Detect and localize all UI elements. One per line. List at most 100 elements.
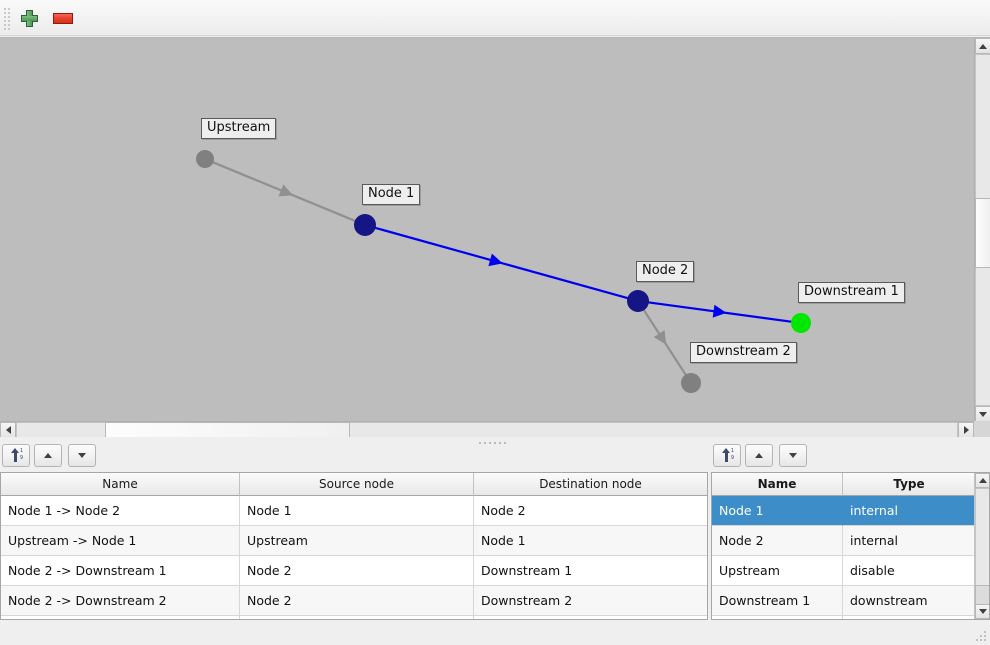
scroll-left-button[interactable] [0, 422, 16, 438]
links-table-row-cell[interactable]: Node 1 [474, 526, 707, 556]
graph-edge-arrow-upstream-node1 [278, 184, 293, 197]
graph-node-label-downstream1[interactable]: Downstream 1 [798, 282, 905, 303]
links-table-row-cell[interactable]: Downstream 1 [474, 556, 707, 586]
links-table-row-column-header[interactable]: Destination node [474, 473, 707, 496]
add-button[interactable] [16, 6, 42, 30]
move-up-arrow-icon [44, 453, 52, 458]
graph-node-label-node2[interactable]: Node 2 [636, 261, 695, 282]
graph-edge-arrow-node2-downstream2 [653, 330, 667, 345]
nodes-table-row-empty [712, 616, 989, 619]
nodes-table-row-empty-cell [712, 616, 843, 619]
canvas-horizontal-scrollbar[interactable] [0, 421, 974, 438]
links-table-row-cell[interactable]: Node 2 -> Downstream 1 [1, 556, 240, 586]
nodes-table-row-cell[interactable]: disable [843, 556, 975, 586]
links-table-row-empty-cell [1, 616, 240, 619]
nodes-table-row-cell[interactable]: Downstream 1 [712, 586, 843, 616]
scroll-down-arrow-icon [978, 609, 987, 614]
links-table-row-cell[interactable]: Downstream 2 [474, 586, 707, 616]
scroll-left-arrow-icon [5, 426, 11, 434]
move-up-arrow-icon [755, 453, 763, 458]
graph-edges-layer [196, 150, 811, 393]
horizontal-scroll-thumb[interactable] [105, 422, 350, 438]
nodes-table-row-cell[interactable]: Node 2 [712, 526, 843, 556]
graph-node-label-node1[interactable]: Node 1 [362, 184, 421, 205]
scroll-right-button[interactable] [958, 422, 974, 438]
vertical-scroll-thumb[interactable] [975, 198, 990, 268]
nodes-table-row-cell[interactable]: downstream [843, 586, 975, 616]
graph-node-upstream[interactable] [196, 150, 214, 168]
links-table-row-column-header[interactable]: Source node [240, 473, 474, 496]
splitter-grip[interactable] [479, 442, 507, 445]
links-table-row-cell[interactable]: Node 2 [240, 556, 474, 586]
status-bar [0, 620, 990, 645]
nodes-table-row-cell[interactable]: Upstream [712, 556, 843, 586]
scroll-up-button[interactable] [975, 38, 990, 54]
links-table-row-cell[interactable]: Node 1 -> Node 2 [1, 496, 240, 526]
nodes-table-scrollbar[interactable] [974, 473, 989, 619]
links-table-row-cell[interactable]: Upstream -> Node 1 [1, 526, 240, 556]
links-table-row-cell[interactable]: Upstream [240, 526, 474, 556]
nodes-table-row-column-header[interactable]: Name [712, 473, 843, 496]
links-table-row-cell[interactable]: Node 2 [474, 496, 707, 526]
links-move-up-button[interactable] [34, 444, 62, 467]
links-move-down-button[interactable] [68, 444, 96, 467]
scroll-down-arrow-icon [979, 411, 987, 417]
canvas-vertical-scrollbar[interactable] [974, 38, 990, 422]
scroll-right-arrow-icon [963, 426, 969, 434]
move-down-arrow-icon [789, 453, 797, 458]
window-resize-grip[interactable] [976, 631, 988, 643]
pane-splitter[interactable] [0, 437, 990, 448]
nodes-scroll-up-button[interactable] [975, 473, 989, 488]
graph-node-label-downstream2[interactable]: Downstream 2 [690, 342, 797, 363]
nodes-move-up-button[interactable] [745, 444, 773, 467]
plus-icon [20, 9, 38, 27]
toolbar-drag-handle[interactable] [4, 8, 12, 30]
scroll-up-arrow-icon [978, 478, 987, 483]
nodes-table-row-cell[interactable]: internal [843, 496, 975, 526]
scrollbar-corner [974, 421, 990, 437]
minus-icon [53, 12, 73, 24]
scroll-up-arrow-icon [979, 43, 987, 49]
nodes-move-down-button[interactable] [779, 444, 807, 467]
links-table-row-cell[interactable]: Node 2 [240, 586, 474, 616]
graph-node-node1[interactable] [354, 214, 376, 236]
scroll-down-button[interactable] [975, 406, 990, 422]
links-table-row-cell[interactable]: Node 1 [240, 496, 474, 526]
graph-node-downstream2[interactable] [681, 373, 701, 393]
nodes-table-row-cell[interactable]: internal [843, 526, 975, 556]
nodes-scroll-down-button[interactable] [975, 604, 989, 619]
graph-edge-arrow-node1-node2 [488, 253, 503, 267]
nodes-table-row-cell[interactable]: Node 1 [712, 496, 843, 526]
nodes-table-row-column-header[interactable]: Type [843, 473, 975, 496]
graph-node-label-upstream[interactable]: Upstream [201, 118, 277, 139]
main-toolbar [0, 0, 990, 36]
remove-button[interactable] [50, 6, 76, 30]
graph-node-downstream1[interactable] [791, 313, 811, 333]
links-table-row-column-header[interactable]: Name [1, 473, 240, 496]
links-table-row-cell[interactable]: Node 2 -> Downstream 2 [1, 586, 240, 616]
graph-node-node2[interactable] [627, 290, 649, 312]
move-down-arrow-icon [78, 453, 86, 458]
